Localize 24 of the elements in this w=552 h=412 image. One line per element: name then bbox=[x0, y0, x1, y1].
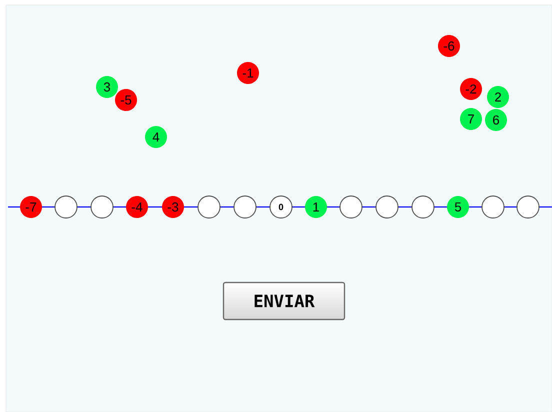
number-token: 7 bbox=[460, 108, 482, 130]
number-token: -6 bbox=[438, 35, 460, 57]
number-token: -2 bbox=[460, 78, 482, 100]
empty-slot bbox=[90, 196, 114, 218]
submit-button: ENVIAR bbox=[222, 282, 346, 320]
number-token: -1 bbox=[237, 62, 259, 84]
number-token: -7 bbox=[20, 196, 42, 218]
number-token: 6 bbox=[485, 109, 507, 131]
empty-slot bbox=[234, 196, 256, 218]
number-token: 1 bbox=[305, 196, 327, 218]
number-token: -4 bbox=[126, 196, 148, 218]
number-token: 5 bbox=[447, 196, 469, 218]
empty-slot bbox=[482, 196, 504, 218]
number-token: 4 bbox=[145, 126, 167, 148]
empty-slot bbox=[376, 196, 398, 218]
empty-slot bbox=[198, 196, 220, 218]
number-token: -3 bbox=[162, 196, 184, 218]
number-token: 2 bbox=[487, 86, 509, 108]
empty-slot bbox=[412, 196, 434, 218]
empty-slot bbox=[54, 196, 78, 218]
number-token: -5 bbox=[115, 89, 137, 111]
number-token: 3 bbox=[96, 76, 118, 98]
empty-slot bbox=[516, 196, 540, 218]
empty-slot bbox=[340, 196, 362, 218]
